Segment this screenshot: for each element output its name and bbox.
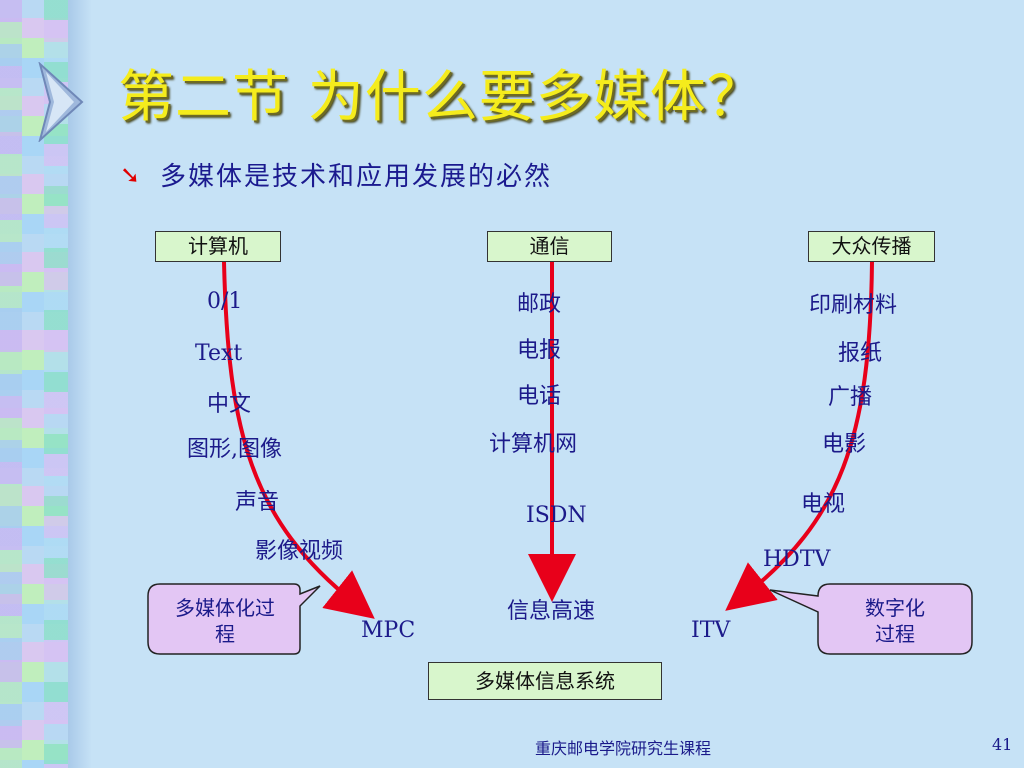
broadcast-item: 印刷材料 — [809, 293, 898, 318]
communication-result: 信息高速 — [507, 599, 596, 624]
broadcast-result: ITV — [691, 618, 731, 643]
stripe-column — [68, 0, 92, 768]
slide-subtitle: 多媒体是技术和应用发展的必然 — [160, 162, 553, 192]
header-broadcast: 大众传播 — [808, 231, 935, 262]
arrow-broadcast — [725, 261, 874, 611]
multimedia-system-box: 多媒体信息系统 — [428, 662, 662, 700]
broadcast-item: 电影 — [822, 432, 867, 457]
callout-left-bubble — [147, 583, 321, 655]
communication-item: 电报 — [517, 338, 562, 363]
callout-right-line: 过程 — [875, 622, 915, 646]
computer-item: 影像视频 — [255, 539, 344, 564]
arrow-computer — [222, 261, 375, 619]
header-communication: 通信 — [487, 231, 612, 262]
broadcast-item: 电视 — [801, 492, 846, 517]
computer-item: 0/1 — [207, 289, 243, 314]
broadcast-item: 报纸 — [838, 341, 883, 366]
page-number: 41 — [992, 735, 1013, 754]
computer-item: 中文 — [207, 392, 252, 417]
computer-result: MPC — [361, 618, 416, 643]
callout-left-line: 程 — [215, 622, 235, 646]
computer-item: 声音 — [235, 490, 280, 515]
computer-item: Text — [195, 341, 243, 366]
callout-right-line: 数字化 — [865, 596, 925, 620]
callout-right-bubble — [769, 583, 973, 655]
callout-left-text: 多媒体化过 程 — [150, 595, 300, 647]
communication-item: 邮政 — [517, 292, 562, 317]
communication-item: ISDN — [526, 503, 587, 528]
stripe-column — [0, 0, 22, 768]
callout-left-line: 多媒体化过 — [175, 596, 275, 620]
bullet-arrow-icon: ➘ — [120, 161, 141, 189]
broadcast-item: HDTV — [763, 547, 831, 572]
broadcast-item: 广播 — [828, 385, 873, 410]
slide-title: 第二节 为什么要多媒体？ — [118, 65, 764, 130]
communication-item: 电话 — [517, 384, 562, 409]
chevron-right-icon — [38, 62, 84, 142]
callout-right-text: 数字化 过程 — [820, 595, 970, 647]
header-computer: 计算机 — [155, 231, 281, 262]
footer-text: 重庆邮电学院研究生课程 — [535, 739, 712, 758]
communication-item: 计算机网 — [489, 432, 578, 457]
computer-item: 图形,图像 — [187, 437, 282, 462]
